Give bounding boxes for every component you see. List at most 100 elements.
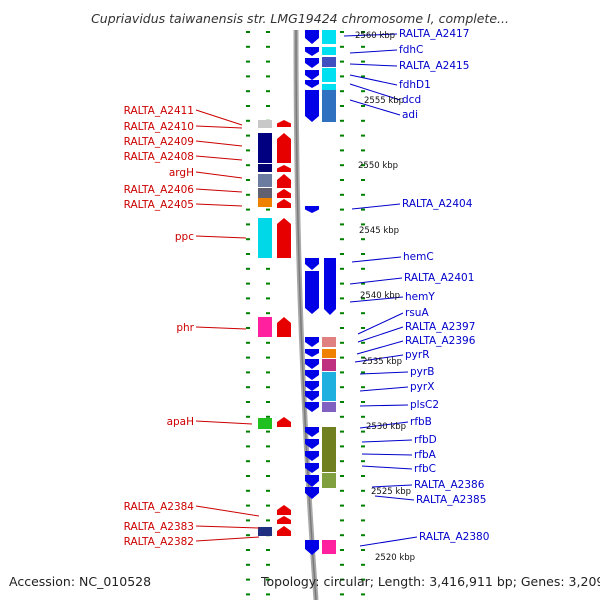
leader-line	[349, 63, 398, 67]
leader-line	[195, 125, 243, 129]
gene-label[interactable]: plsC2	[410, 399, 439, 411]
gene-arrow	[277, 133, 291, 163]
gene-label[interactable]: rsuA	[405, 307, 429, 319]
gene-label[interactable]: rfbB	[410, 416, 432, 428]
gene-label[interactable]: RALTA_A2396	[405, 335, 476, 347]
gene-block	[258, 527, 272, 536]
gene-label[interactable]: RALTA_A2406	[124, 184, 195, 196]
gene-label[interactable]: RALTA_A2382	[124, 536, 194, 548]
gene-label[interactable]: RALTA_A2384	[124, 501, 195, 513]
gene-block	[258, 218, 272, 258]
leader-line	[374, 495, 415, 501]
gene-label[interactable]: phr	[176, 322, 194, 334]
gene-label[interactable]: RALTA_A2386	[414, 479, 485, 491]
gene-block	[322, 68, 336, 82]
leader-line	[356, 340, 404, 355]
gene-label[interactable]: RALTA_A2383	[124, 521, 194, 533]
leader-line	[343, 33, 398, 37]
leader-line	[349, 83, 401, 101]
gene-label[interactable]: RALTA_A2410	[124, 121, 194, 133]
gene-label[interactable]: RALTA_A2409	[124, 136, 194, 148]
gene-arrow	[277, 218, 291, 258]
gene-label[interactable]: pyrX	[410, 381, 434, 393]
gene-label[interactable]: hemY	[405, 291, 435, 303]
gene-label[interactable]: fdhD1	[399, 79, 431, 91]
gene-arrow	[277, 120, 291, 127]
leader-line	[371, 484, 413, 488]
leader-line	[351, 256, 402, 263]
leader-line	[359, 371, 409, 375]
gene-label[interactable]: dcd	[402, 94, 421, 106]
leader-line	[349, 99, 401, 116]
leader-line	[195, 525, 260, 529]
leader-line	[195, 235, 247, 239]
map-title: Cupriavidus taiwanensis str. LMG19424 ch…	[91, 11, 509, 26]
gene-block	[322, 47, 336, 55]
gene-label[interactable]: RALTA_A2385	[416, 494, 486, 506]
gene-block	[322, 402, 336, 412]
scale-label: 2545 kbp	[359, 226, 399, 236]
gene-label[interactable]: ppc	[175, 231, 194, 243]
gene-arrow	[305, 427, 319, 437]
gene-label[interactable]: RALTA_A2417	[399, 28, 469, 40]
gene-arrow	[277, 505, 291, 515]
gene-label[interactable]: RALTA_A2404	[402, 198, 473, 210]
gene-block	[258, 418, 272, 429]
gene-arrow	[324, 258, 336, 315]
gene-label[interactable]: rfbA	[414, 449, 437, 461]
leader-line	[357, 326, 404, 343]
gene-label[interactable]: rfbC	[414, 463, 436, 475]
leader-line	[349, 296, 404, 303]
gene-label[interactable]: RALTA_A2397	[405, 321, 475, 333]
leader-line	[195, 140, 243, 147]
gene-label[interactable]: pyrB	[410, 366, 434, 378]
leader-line	[195, 171, 243, 179]
gene-label[interactable]: argH	[169, 167, 194, 179]
gene-arrow	[305, 370, 319, 380]
gene-label[interactable]: hemC	[403, 251, 434, 263]
gene-label[interactable]: rfbD	[414, 434, 437, 446]
leader-line	[357, 312, 404, 335]
leader-line	[351, 203, 401, 210]
gene-block	[322, 540, 336, 554]
gene-labels[interactable]: RALTA_A2411RALTA_A2410RALTA_A2409RALTA_A…	[124, 28, 490, 548]
gene-arrow	[305, 337, 319, 347]
leader-line	[195, 536, 260, 542]
gene-label[interactable]: adi	[402, 109, 418, 121]
gene-arrow	[277, 165, 291, 172]
gene-arrow	[305, 58, 319, 68]
leader-line	[359, 386, 409, 392]
gene-label[interactable]: RALTA_A2415	[399, 60, 469, 72]
accession-text: Accession: NC_010528	[9, 574, 151, 589]
scale-label: 2555 kbp	[364, 96, 404, 106]
leader-line	[195, 188, 243, 193]
gene-arrow	[305, 451, 319, 461]
gene-arrow	[305, 381, 319, 391]
gene-label[interactable]: apaH	[167, 416, 194, 428]
leader-line	[361, 439, 413, 443]
gene-label[interactable]: RALTA_A2408	[124, 151, 194, 163]
gene-block	[258, 120, 272, 128]
gene-label[interactable]: RALTA_A2380	[419, 531, 489, 543]
label-leader-lines	[195, 33, 418, 547]
gene-block	[258, 174, 272, 187]
leader-line	[349, 277, 403, 285]
gene-arrow	[277, 526, 291, 536]
tick-marks	[246, 31, 365, 596]
gene-label[interactable]: RALTA_A2401	[404, 272, 474, 284]
gene-block	[258, 317, 272, 337]
leader-line	[359, 536, 418, 547]
gene-label[interactable]: RALTA_A2405	[124, 199, 194, 211]
gene-arrow	[305, 206, 319, 213]
gene-label[interactable]: RALTA_A2411	[124, 105, 194, 117]
scale-label: 2540 kbp	[360, 291, 400, 301]
gene-label[interactable]: fdhC	[399, 44, 423, 56]
leader-line	[195, 155, 243, 161]
gene-arrow	[305, 391, 319, 401]
gene-arrow	[305, 47, 319, 56]
gene-label[interactable]: pyrR	[405, 349, 430, 361]
gene-arrow	[277, 317, 291, 337]
gene-arrow	[277, 199, 291, 208]
